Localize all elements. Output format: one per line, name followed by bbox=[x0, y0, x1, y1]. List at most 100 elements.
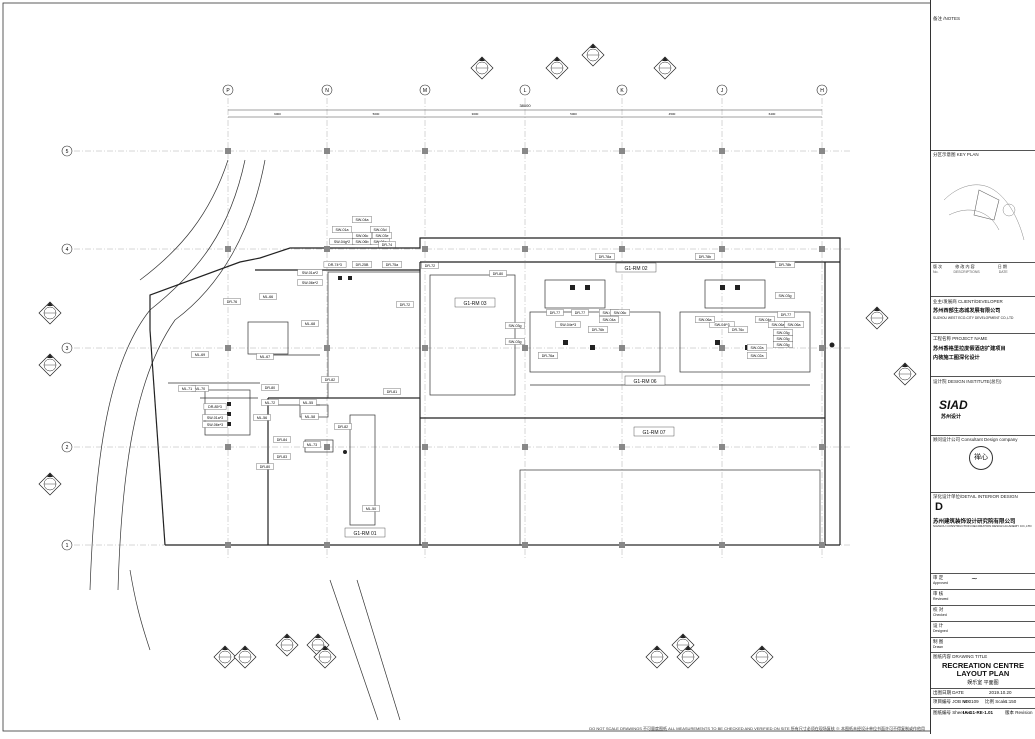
tag-box-dr75a bbox=[382, 261, 402, 268]
room-g1-rm07: G1-RM 07 bbox=[642, 430, 665, 436]
notes-label: 备注 /NOTES bbox=[933, 16, 961, 21]
tag-box-ml72 bbox=[261, 399, 279, 406]
tag-box-sw01a_2 bbox=[297, 269, 323, 276]
tag-sw03g5: SW-03g bbox=[509, 324, 522, 328]
consultant-logo: 禅心 bbox=[969, 446, 993, 470]
drawing-title-cn: 娱乐室 平面图 bbox=[967, 680, 999, 686]
column-pillar bbox=[324, 345, 330, 351]
tag-ml72: ML-72 bbox=[265, 401, 275, 405]
grid-bubble-M bbox=[419, 84, 431, 96]
checked-label-en: Checked bbox=[933, 613, 947, 617]
tag-ml50: ML-50 bbox=[366, 507, 376, 511]
elevation-marker bbox=[233, 645, 257, 669]
elevation-marker bbox=[865, 306, 889, 330]
tag-box-dr77 bbox=[546, 309, 564, 316]
column-pillar bbox=[422, 246, 428, 252]
tag-dr87: DR-80 bbox=[260, 465, 270, 469]
column-pillar bbox=[619, 444, 625, 450]
tag-box-dr78b bbox=[695, 253, 715, 260]
tag-dr77c: DR-77 bbox=[781, 313, 791, 317]
elevation-marker bbox=[38, 472, 62, 496]
elevation-markers bbox=[38, 43, 917, 669]
approved-label-en: Approved bbox=[933, 581, 948, 585]
curved-road bbox=[89, 159, 401, 721]
grid-label-J: J bbox=[721, 88, 724, 94]
tag-box-ml68 bbox=[301, 320, 319, 327]
tag-dr86: DR-80 bbox=[265, 386, 275, 390]
tag-sw01a: SW-01a bbox=[336, 228, 349, 232]
structural-columns bbox=[225, 148, 825, 548]
tag-dr81: DR-81 bbox=[387, 390, 397, 394]
elevation-marker bbox=[470, 56, 494, 80]
tag-box-dr76c bbox=[728, 326, 748, 333]
tag-box-sw03g6 bbox=[505, 338, 525, 345]
tag-sw03e: SW-03e bbox=[376, 234, 389, 238]
checked-label: 校 对 bbox=[933, 607, 944, 612]
job-value: W-0109 bbox=[963, 699, 979, 704]
tag-dr80: DR-80 bbox=[493, 272, 503, 276]
tag-box-sw06e_2 bbox=[297, 279, 323, 286]
drawing-title-line2: LAYOUT PLAN bbox=[956, 669, 1010, 678]
grid-bubble-1 bbox=[61, 539, 73, 551]
tag-dr85: DR-85*3 bbox=[208, 405, 222, 409]
dim-segment: 9000 bbox=[274, 112, 281, 116]
tag-ml67: ML-67 bbox=[260, 355, 270, 359]
column-pillar bbox=[522, 444, 528, 450]
grid-label-2: 2 bbox=[66, 445, 69, 451]
tag-box-dr86 bbox=[261, 384, 279, 391]
tag-box-dr80 bbox=[489, 270, 507, 277]
grid-bubble-P bbox=[222, 84, 234, 96]
date-label: 出图日期 DATE bbox=[933, 690, 964, 695]
tag-dr82: DR-82 bbox=[338, 425, 348, 429]
project-label: 工程名称 PROJECT NAME bbox=[933, 336, 988, 341]
grid-label-L: L bbox=[524, 88, 527, 94]
tag-box-dr74b bbox=[323, 261, 347, 268]
designed-label-en: Designed bbox=[933, 629, 948, 633]
tag-box-sw03g4 bbox=[773, 341, 793, 348]
tag-sw06e_2: SW-06e*2 bbox=[302, 281, 318, 285]
tag-box-dr74 bbox=[378, 241, 396, 248]
tag-dr78a: DR-78a bbox=[599, 255, 611, 259]
tag-sw06a2: SW-06a bbox=[772, 323, 785, 327]
tag-sw04f_3: SW-04f*3 bbox=[714, 323, 729, 327]
design-institute-name: 苏州设计 bbox=[941, 414, 962, 420]
tag-box-sw06e2 bbox=[202, 421, 228, 428]
tag-box-ml66 bbox=[259, 293, 277, 300]
rev-date-header: 日 期 bbox=[997, 264, 1007, 269]
sheet-label: 图纸编号 Sheet No. bbox=[933, 710, 973, 715]
room-g1-rm01: G1-RM 01 bbox=[353, 531, 376, 537]
key-plan-map bbox=[943, 184, 1025, 241]
tag-ml73: ML-73 bbox=[307, 443, 317, 447]
consultant-label: 顾问设计公司 Consultant Design company bbox=[933, 437, 1018, 442]
tag-dr77: DR-77 bbox=[550, 311, 560, 315]
column-pillar bbox=[324, 148, 330, 154]
tag-ml69: ML-69 bbox=[195, 353, 205, 357]
tag-sw04a2: SW-04a bbox=[603, 318, 616, 322]
drawn-label: 制 图 bbox=[933, 639, 944, 644]
tag-box-dr83 bbox=[273, 453, 291, 460]
title-block: 备注 /NOTES 分区示意图 KEY PLAN 版 次 修 改 内 容 日 期… bbox=[930, 0, 1035, 734]
room-g1-rm06: G1-RM 06 bbox=[633, 379, 656, 385]
tag-box-sw02a bbox=[747, 344, 767, 351]
partitions bbox=[168, 271, 821, 546]
tag-box-ml50 bbox=[362, 505, 380, 512]
tag-dr74b: DR-74*3 bbox=[328, 263, 342, 267]
column-pillar bbox=[225, 444, 231, 450]
tag-sw06a4: SW-06a bbox=[699, 318, 712, 322]
column-pillar bbox=[422, 345, 428, 351]
job-label: 项目编号 JOB NO. bbox=[933, 699, 971, 704]
tag-box-sw01a_3 bbox=[202, 414, 228, 421]
tag-ml58: ML-58 bbox=[305, 415, 315, 419]
drawn-label-en: Drawn bbox=[933, 645, 944, 649]
elevation-marker bbox=[545, 56, 569, 80]
rev-date-header-en: DATE bbox=[998, 270, 1008, 274]
footer-note: DO NOT SCALE DRAWINGS 不可量度图纸 ALL MEASURE… bbox=[589, 726, 925, 731]
tag-box-dr87 bbox=[256, 463, 274, 470]
tag-dr83: DR-83 bbox=[277, 455, 287, 459]
column-pillar bbox=[719, 148, 725, 154]
column-pillar bbox=[422, 148, 428, 154]
